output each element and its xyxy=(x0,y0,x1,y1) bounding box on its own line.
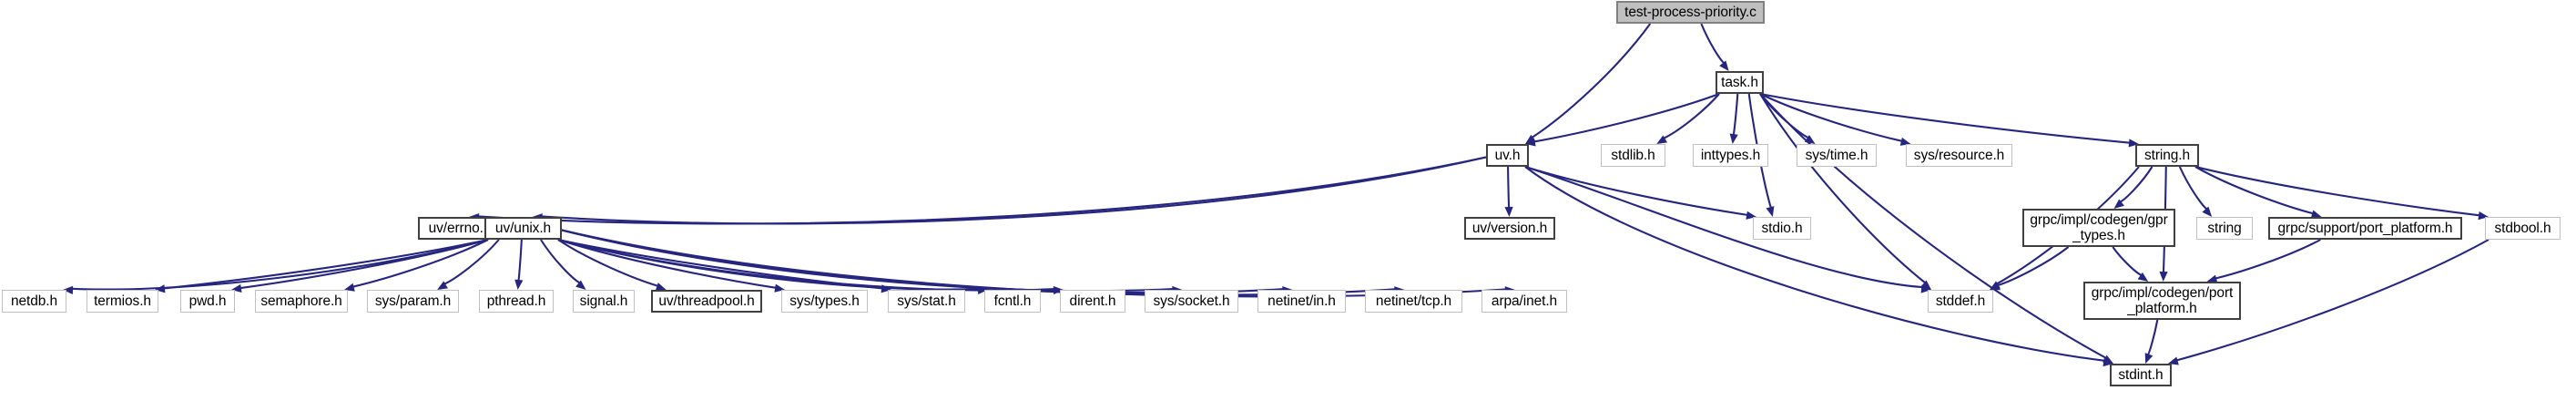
graph-node-pwd-h[interactable]: pwd.h xyxy=(180,290,235,313)
graph-node-uv-threadpool-h[interactable]: uv/threadpool.h xyxy=(651,290,762,313)
graph-node-netdb-h[interactable]: netdb.h xyxy=(2,290,66,313)
graph-node-grpc-impl-codegen-gpr-types-h[interactable]: grpc/impl/codegen/gpr _types.h xyxy=(2022,209,2175,247)
graph-node-sys-stat-h[interactable]: sys/stat.h xyxy=(888,290,965,313)
graph-node-signal-h[interactable]: signal.h xyxy=(573,290,635,313)
graph-node-termios-h[interactable]: termios.h xyxy=(87,290,158,313)
graph-node-stdbool-h[interactable]: stdbool.h xyxy=(2485,217,2561,240)
graph-node-fcntl-h[interactable]: fcntl.h xyxy=(984,290,1041,313)
graph-node-uv-h[interactable]: uv.h xyxy=(1486,144,1529,167)
graph-node-semaphore-h[interactable]: semaphore.h xyxy=(255,290,348,313)
graph-node-stdint-h[interactable]: stdint.h xyxy=(2110,364,2172,386)
graph-node-netinet-tcp-h[interactable]: netinet/tcp.h xyxy=(1365,290,1462,313)
graph-node-netinet-in-h[interactable]: netinet/in.h xyxy=(1257,290,1346,313)
graph-node-uv-version-h[interactable]: uv/version.h xyxy=(1464,217,1555,240)
graph-node-stddef-h[interactable]: stddef.h xyxy=(1928,290,1993,313)
graph-node-sys-types-h[interactable]: sys/types.h xyxy=(781,290,868,313)
graph-node-uv-unix-h[interactable]: uv/unix.h xyxy=(484,217,562,240)
graph-node-sys-param-h[interactable]: sys/param.h xyxy=(367,290,459,313)
graph-node-string-h[interactable]: string.h xyxy=(2135,144,2199,167)
graph-node-sys-socket-h[interactable]: sys/socket.h xyxy=(1145,290,1238,313)
graph-node-stdlib-h[interactable]: stdlib.h xyxy=(1601,144,1665,167)
graph-node-stdio-h[interactable]: stdio.h xyxy=(1753,217,1811,240)
graph-node-string[interactable]: string xyxy=(2196,217,2253,240)
graph-node-dirent-h[interactable]: dirent.h xyxy=(1060,290,1125,313)
graph-node-pthread-h[interactable]: pthread.h xyxy=(479,290,554,313)
graph-node-grpc-support-port-platform-h[interactable]: grpc/support/port_platform.h xyxy=(2268,217,2462,240)
graph-node-test-process-priority-c[interactable]: test-process-priority.c xyxy=(1616,1,1765,24)
graph-node-sys-resource-h[interactable]: sys/resource.h xyxy=(1906,144,2012,167)
graph-node-grpc-impl-codegen-port-platform-h[interactable]: grpc/impl/codegen/port _platform.h xyxy=(2083,282,2241,320)
graph-node-task-h[interactable]: task.h xyxy=(1716,71,1764,94)
graph-node-inttypes-h[interactable]: inttypes.h xyxy=(1693,144,1768,167)
graph-node-arpa-inet-h[interactable]: arpa/inet.h xyxy=(1481,290,1567,313)
graph-node-sys-time-h[interactable]: sys/time.h xyxy=(1797,144,1877,167)
